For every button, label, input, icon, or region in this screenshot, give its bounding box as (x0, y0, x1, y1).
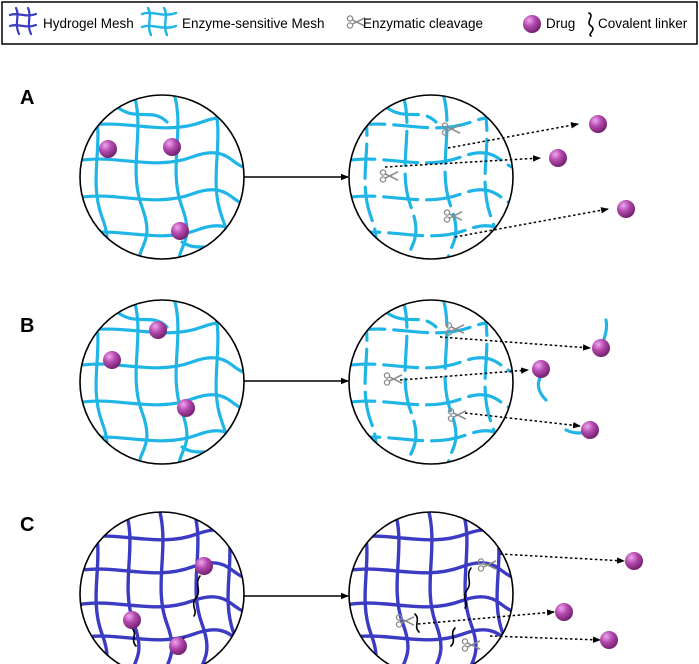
drug-c1 (195, 557, 213, 575)
drug-a3 (171, 222, 189, 240)
panel-a-after-circle (349, 95, 513, 259)
panel-c-release-arrows (417, 553, 625, 643)
released-drug-b1 (592, 339, 610, 357)
panel-c-before (79, 511, 245, 664)
released-drug-b2 (532, 360, 550, 378)
legend: Hydrogel Mesh Enzyme-sensitive Mesh Enzy… (1, 1, 698, 45)
released-fragments-b (536, 318, 609, 435)
panel-a-after-border (348, 94, 514, 260)
panel-label-c: C (20, 514, 34, 536)
legend-linker-label: Covalent linker (598, 16, 688, 31)
panel-b-before (79, 299, 245, 465)
released-drug-c1 (625, 552, 643, 570)
panel-b-after-circle (349, 300, 513, 464)
panel-b-after-border (348, 299, 514, 465)
released-drug-a1 (589, 115, 607, 133)
panel-a-after (348, 94, 514, 260)
panel-b-after (348, 299, 514, 465)
drug-b3 (177, 399, 195, 417)
legend-enzyme-mesh-label: Enzyme-sensitive Mesh (182, 16, 325, 31)
legend-cleavage-label: Enzymatic cleavage (363, 16, 483, 31)
drug-c3 (169, 637, 187, 655)
covalent-linker-icon (588, 12, 594, 37)
drug-c2 (123, 611, 141, 629)
panel-c-after-border (348, 511, 514, 664)
drug-a2 (163, 138, 181, 156)
released-drug-a2 (549, 149, 567, 167)
drug-a1 (99, 140, 117, 158)
panel-b-before-border (79, 299, 245, 465)
drug-b1 (149, 321, 167, 339)
panel-c-before-border (79, 511, 245, 664)
panel-b-release-arrows (399, 336, 591, 429)
legend-drug-label: Drug (546, 16, 575, 31)
panel-a-before (79, 94, 245, 260)
covalent-linkers-c-after (414, 567, 472, 647)
drug-b2 (103, 351, 121, 369)
released-drug-a3 (617, 200, 635, 218)
panel-b-before-circle (80, 300, 244, 464)
released-drug-c2 (555, 603, 573, 621)
panel-c-after (348, 511, 514, 664)
panel-a-before-circle (80, 95, 244, 259)
legend-hydrogel-mesh-label: Hydrogel Mesh (43, 16, 134, 31)
released-drug-c3 (600, 631, 618, 649)
panel-a-release-arrows (384, 122, 609, 238)
drug-icon (523, 15, 541, 33)
enzyme-mesh-icon (140, 6, 178, 37)
panel-label-a: A (20, 87, 34, 109)
panel-label-b: B (20, 315, 34, 337)
hydrogel-mesh-icon (8, 6, 38, 36)
released-drug-b3 (581, 421, 599, 439)
